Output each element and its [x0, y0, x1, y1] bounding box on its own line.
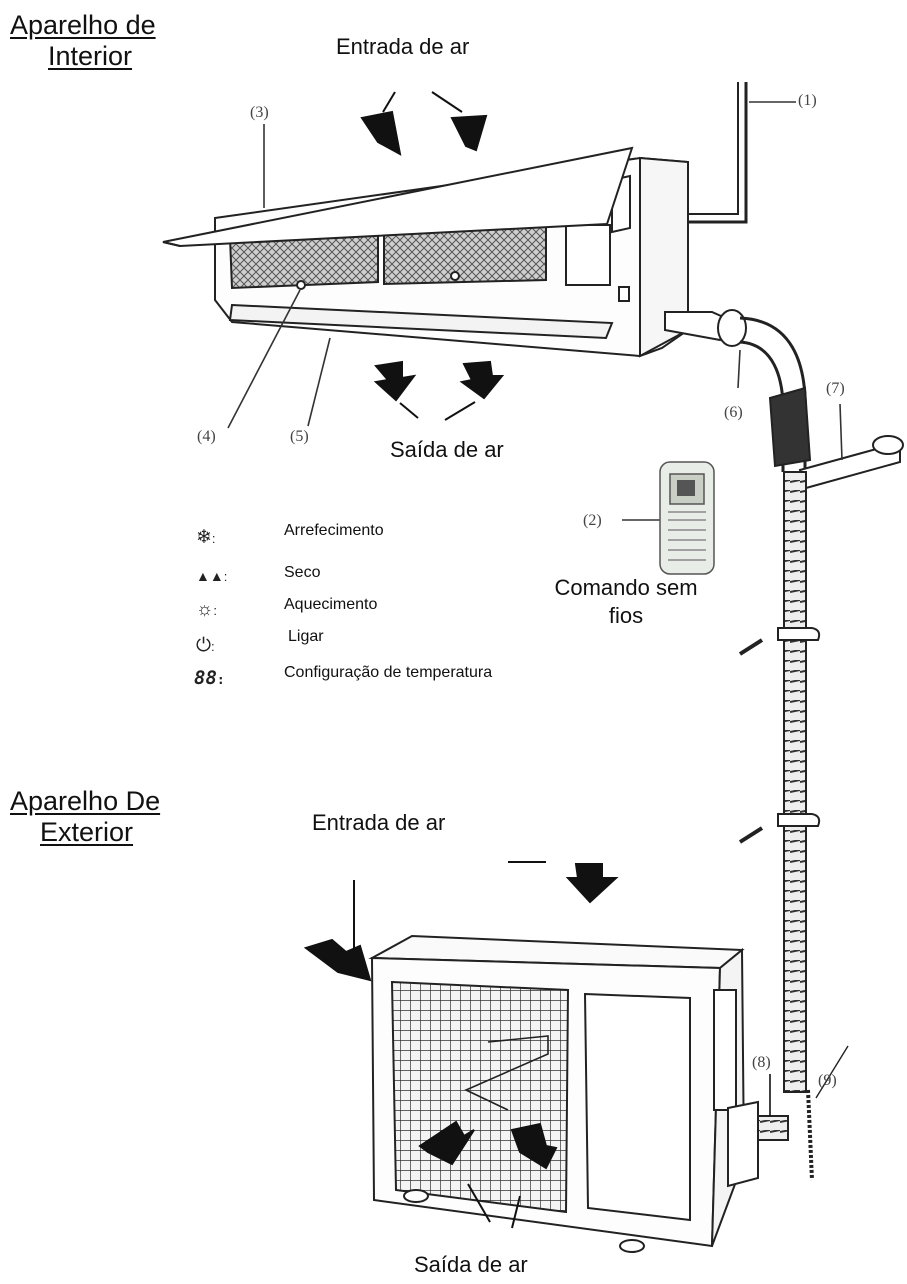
digits-icon: 88:: [194, 667, 225, 689]
outdoor-air-in-label: Entrada de ar: [312, 810, 446, 835]
legend-text-temperature: Configuração de temperatura: [284, 664, 493, 681]
part-label-9: (9): [818, 1072, 837, 1089]
indoor-title-line1: Aparelho de: [10, 10, 156, 40]
drops-icon: ▲▲:: [196, 568, 228, 584]
remote-control: [659, 461, 715, 575]
part-label-4: (4): [197, 428, 216, 445]
indoor-air-out-arrows: [373, 360, 505, 421]
part-label-1: (1): [798, 92, 817, 109]
outdoor-air-arrows: [303, 861, 771, 1229]
indoor-air-in-arrows: [360, 91, 488, 156]
outdoor-title-line1: Aparelho De: [10, 786, 161, 816]
legend-text-cooling: Arrefecimento: [284, 522, 384, 539]
indoor-air-in-label: Entrada de ar: [336, 34, 470, 59]
legend-text-dry: Seco: [284, 564, 321, 581]
power-icon: ⏻:: [196, 635, 215, 656]
indoor-unit: [162, 82, 904, 490]
outdoor-title-line2: Exterior: [40, 817, 134, 847]
part-label-7: (7): [826, 380, 845, 397]
outdoor-air-out-label: Saída de ar: [414, 1252, 528, 1277]
remote-label-line1: Comando sem: [554, 575, 698, 600]
part-label-2: (2): [583, 512, 602, 529]
snowflake-icon: ❄:: [196, 527, 216, 548]
outdoor-unit: [368, 934, 789, 1253]
leader-lines: [227, 101, 843, 521]
part-label-6: (6): [724, 404, 743, 421]
legend-text-heating: Aquecimento: [284, 596, 378, 613]
part-label-8: (8): [752, 1054, 771, 1071]
indoor-title-line2: Interior: [48, 41, 133, 71]
remote-label: Comando sem fios: [540, 574, 712, 630]
sun-icon: ☼:: [196, 599, 218, 620]
remote-label-line2: fios: [608, 603, 644, 628]
legend-text-power: Ligar: [288, 628, 324, 645]
part-label-3: (3): [250, 104, 269, 121]
outdoor-unit-title: Aparelho De Exterior: [10, 786, 160, 848]
indoor-unit-title: Aparelho de Interior: [10, 10, 156, 72]
part-label-5: (5): [290, 428, 309, 445]
indoor-air-out-label: Saída de ar: [390, 437, 504, 462]
wall-hose: [738, 471, 849, 1181]
